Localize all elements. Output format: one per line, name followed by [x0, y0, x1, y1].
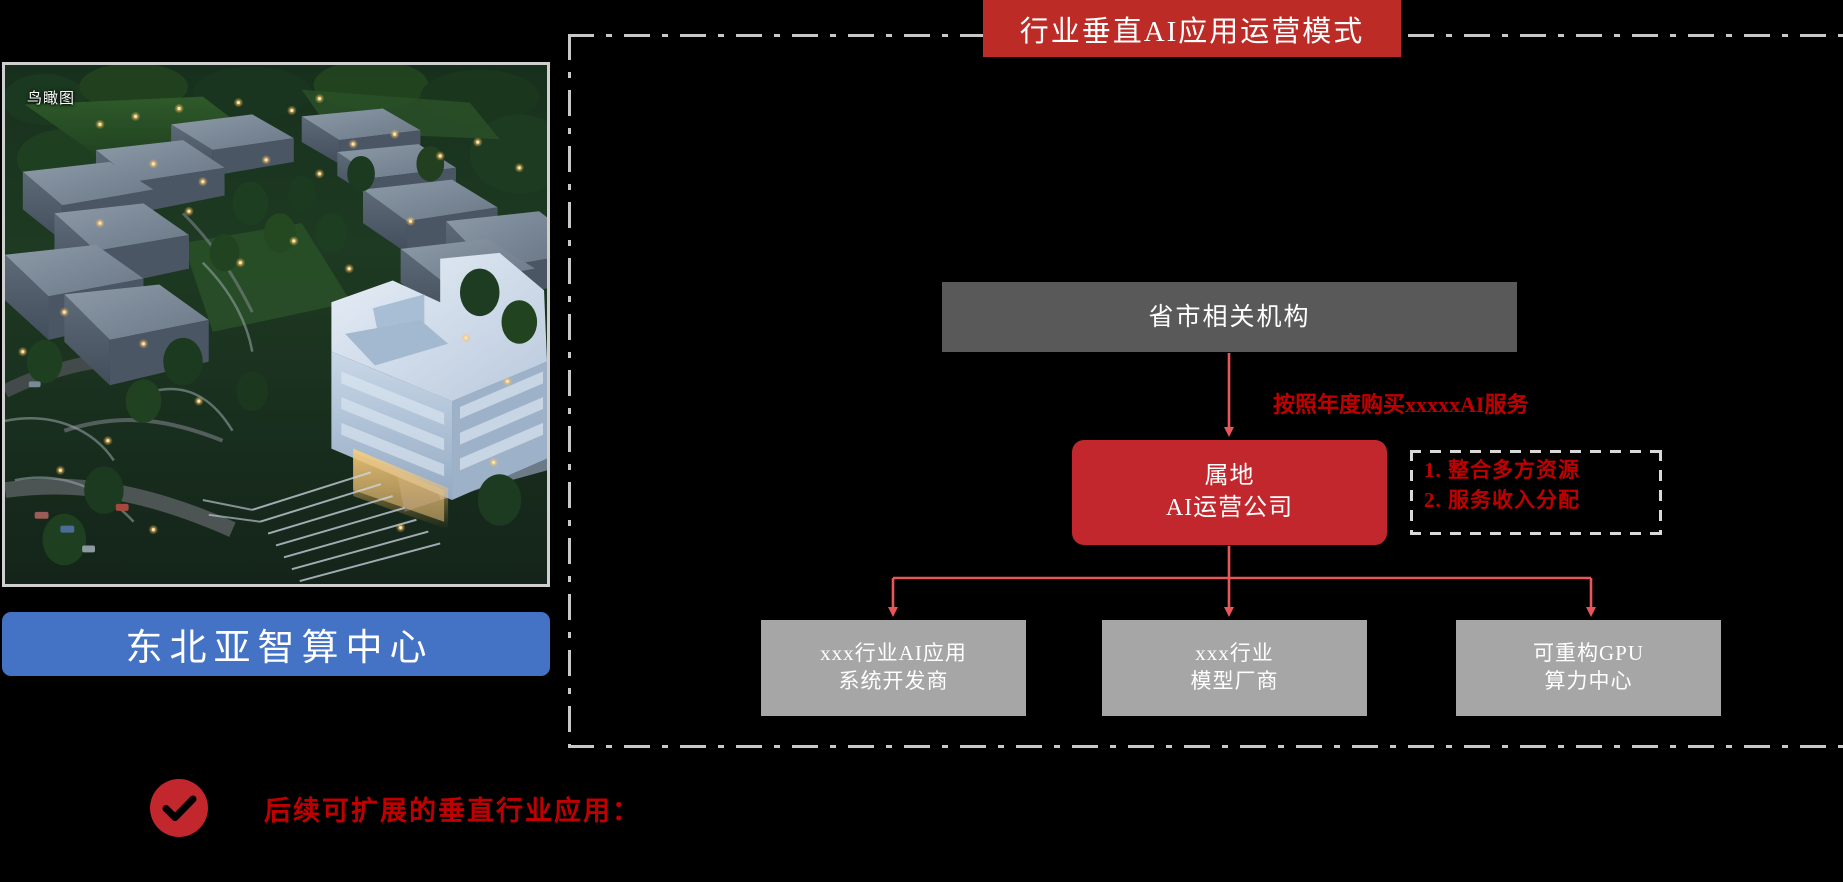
node-operator-line2: AI运营公司 — [1165, 494, 1294, 521]
notes-border-left — [1410, 450, 1413, 535]
frame-border-left — [568, 34, 571, 748]
node-local-ai-operating-company[interactable]: 属地 AI运营公司 — [1072, 440, 1387, 545]
node-child-2-line2: 算力中心 — [1544, 669, 1633, 693]
check-circle-icon — [150, 779, 208, 837]
expansion-note: 后续可扩展的垂直行业应用： — [150, 779, 641, 837]
diagram-title-banner: 行业垂直AI应用运营模式 — [983, 0, 1401, 57]
aerial-render-image — [5, 65, 547, 584]
diagram-title-label: 行业垂直AI应用运营模式 — [1019, 15, 1365, 48]
expansion-note-text: 后续可扩展的垂直行业应用： — [264, 795, 641, 826]
aerial-photo-panel: 鸟瞰图 — [2, 62, 550, 587]
node-child-0-line1: xxx行业AI应用 — [820, 641, 967, 666]
node-reconfigurable-gpu-center[interactable]: 可重构GPU 算力中心 — [1456, 620, 1721, 716]
responsibility-item-1: 1. 整合多方资源 — [1424, 458, 1580, 482]
notes-border-top — [1410, 450, 1662, 453]
node-government-agency-label: 省市相关机构 — [1148, 303, 1311, 331]
notes-border-bottom — [1410, 532, 1662, 535]
node-industry-model-vendor[interactable]: xxx行业 模型厂商 — [1102, 620, 1367, 716]
frame-border-bottom — [568, 745, 1843, 748]
node-government-agency[interactable]: 省市相关机构 — [942, 282, 1517, 352]
node-industry-ai-app-developer[interactable]: xxx行业AI应用 系统开发商 — [761, 620, 1026, 716]
site-name-label: 东北亚智算中心 — [125, 628, 434, 669]
node-operator-line1: 属地 — [1204, 462, 1255, 489]
node-child-0-line2: 系统开发商 — [838, 669, 949, 693]
node-child-1-line1: xxx行业 — [1195, 641, 1274, 666]
node-child-1-line2: 模型厂商 — [1190, 669, 1279, 693]
notes-border-right — [1659, 450, 1662, 535]
responsibility-item-2: 2. 服务收入分配 — [1424, 487, 1580, 512]
site-name-banner: 东北亚智算中心 — [2, 612, 550, 676]
operator-responsibilities-box: 1. 整合多方资源 2. 服务收入分配 — [1410, 450, 1662, 535]
node-child-2-line1: 可重构GPU — [1532, 641, 1644, 666]
connector-label-annual-purchase: 按照年度购买xxxxxAI服务 — [1273, 392, 1529, 417]
photo-caption: 鸟瞰图 — [27, 89, 76, 107]
